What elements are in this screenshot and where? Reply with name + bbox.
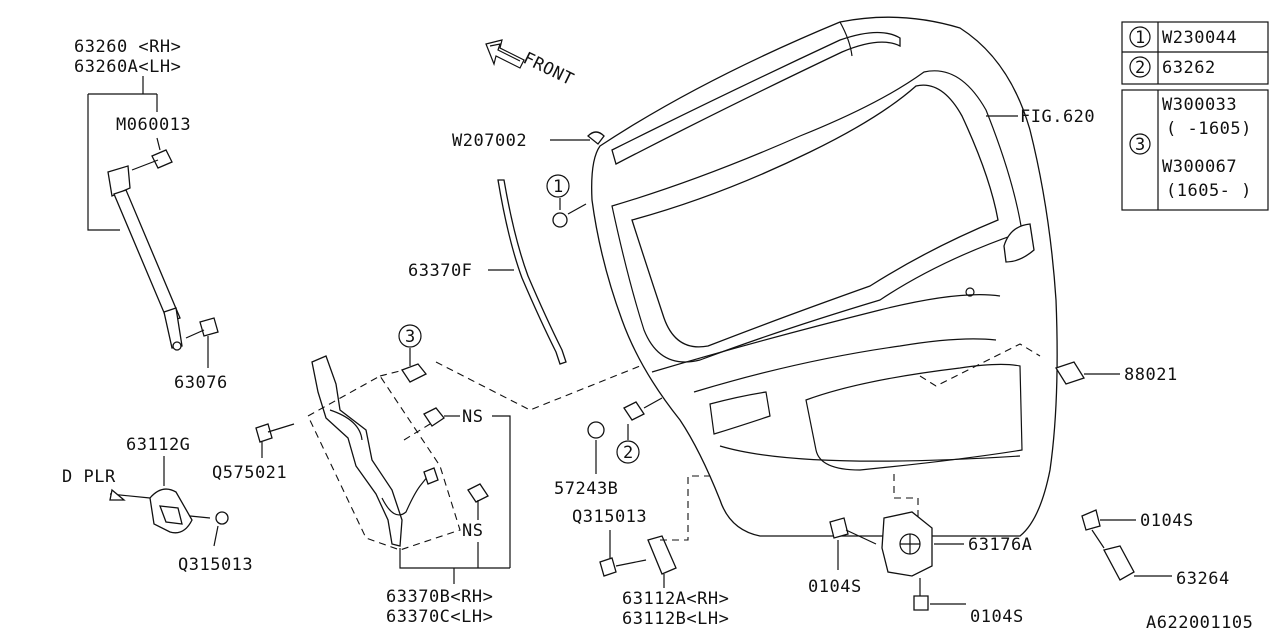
legend-2-num: 2 bbox=[1135, 58, 1146, 78]
tailgate-door bbox=[591, 16, 1058, 537]
lamp-63112g: 63112G D PLR Q315013 bbox=[62, 435, 253, 575]
label-63076: 63076 bbox=[174, 373, 228, 393]
label-88021: 88021 bbox=[1124, 365, 1178, 385]
latch-63176a: 63176A bbox=[881, 474, 1032, 577]
label-q575021: Q575021 bbox=[212, 463, 287, 483]
legend-row-1: 1 W230044 bbox=[1129, 26, 1237, 48]
front-label: FRONT bbox=[520, 49, 577, 91]
legend-table: 1 W230044 2 63262 3 W300033 ( -1605) W30… bbox=[1121, 21, 1269, 211]
callout-3: 3 bbox=[398, 324, 428, 383]
screw-q575021: Q575021 bbox=[212, 423, 295, 483]
label-m060013: M060013 bbox=[116, 115, 191, 135]
harness-trim-63370 bbox=[307, 355, 641, 551]
label-q315013-left: Q315013 bbox=[178, 555, 253, 575]
label-fig-620: FIG.620 bbox=[1020, 107, 1095, 127]
legend-2-part: 63262 bbox=[1162, 58, 1216, 78]
striker-63264: 0104S 63264 bbox=[1081, 509, 1230, 589]
legend-1-part: W230044 bbox=[1162, 28, 1237, 48]
label-63112a-rh: 63112A<RH> bbox=[622, 589, 729, 609]
legend-3-part-a: W300033 bbox=[1162, 95, 1237, 115]
plug-57243b: 57243B bbox=[554, 421, 618, 499]
bolt-0104s-bottom: 0104S bbox=[913, 578, 1024, 627]
label-63260a-lh: 63260A<LH> bbox=[74, 57, 181, 77]
drawing-id: A622001105 bbox=[1146, 613, 1253, 633]
sensor-88021: 88021 bbox=[919, 343, 1178, 387]
label-63370f: 63370F bbox=[408, 261, 472, 281]
label-63260-rh: 63260 <RH> bbox=[74, 37, 181, 57]
legend-3-range-b: (1605- ) bbox=[1166, 181, 1252, 201]
label-57243b: 57243B bbox=[554, 479, 618, 499]
legend-row-3: 3 W300033 ( -1605) W300067 (1605- ) bbox=[1129, 95, 1252, 201]
bolt-0104s-left: 0104S bbox=[808, 517, 877, 597]
legend-3-part-b: W300067 bbox=[1162, 157, 1237, 177]
legend-3-range-a: ( -1605) bbox=[1166, 119, 1252, 139]
callout-3-number: 3 bbox=[405, 327, 416, 347]
callout-2-number: 2 bbox=[623, 443, 634, 463]
label-63264: 63264 bbox=[1176, 569, 1230, 589]
washer-hose-63370f: 63370F bbox=[408, 179, 567, 365]
callout-1: 1 bbox=[546, 174, 587, 228]
label-q315013-mid: Q315013 bbox=[572, 507, 647, 527]
label-63370c-lh: 63370C<LH> bbox=[386, 607, 493, 627]
legend-row-2: 2 63262 bbox=[1129, 56, 1216, 78]
label-0104s-left: 0104S bbox=[808, 577, 862, 597]
front-arrow-icon bbox=[485, 39, 525, 69]
label-0104s-right: 0104S bbox=[1140, 511, 1194, 531]
label-ns-lower: NS bbox=[462, 521, 483, 541]
callout-2: 2 bbox=[616, 397, 663, 464]
legend-3-num: 3 bbox=[1135, 135, 1146, 155]
label-63370b-rh: 63370B<RH> bbox=[386, 587, 493, 607]
lamp-63112a: Q315013 63112A<RH> 63112B<LH> bbox=[572, 475, 729, 629]
label-0104s-bottom: 0104S bbox=[970, 607, 1024, 627]
callout-1-number: 1 bbox=[553, 177, 564, 197]
label-w207002: W207002 bbox=[452, 131, 527, 151]
label-ns-upper: NS bbox=[462, 407, 483, 427]
gas-strut-assembly: 63260 <RH> 63260A<LH> M060013 63076 bbox=[74, 37, 228, 393]
legend-1-num: 1 bbox=[1135, 28, 1146, 48]
label-63112b-lh: 63112B<LH> bbox=[622, 609, 729, 629]
label-63112g: 63112G bbox=[126, 435, 190, 455]
grommet-w207002-icon bbox=[587, 131, 605, 145]
label-63176a: 63176A bbox=[968, 535, 1032, 555]
clip-ns-upper: NS bbox=[423, 407, 511, 568]
label-d-plr: D PLR bbox=[62, 467, 116, 487]
clip-ns-lower: NS bbox=[462, 483, 489, 568]
